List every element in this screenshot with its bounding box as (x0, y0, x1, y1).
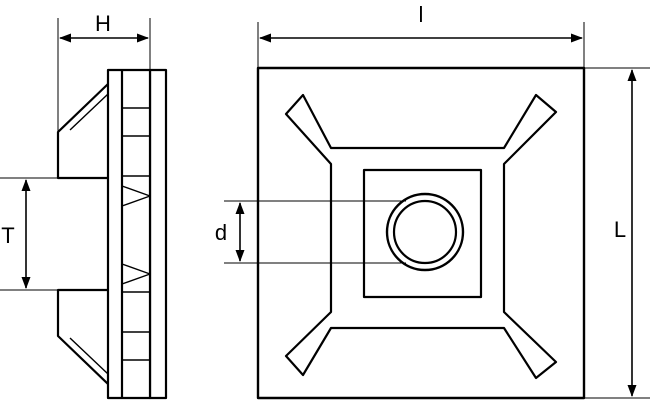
front-boss-outer (385, 192, 465, 272)
front-boss-hole (392, 199, 458, 265)
side-upper-wing (56, 83, 109, 180)
l-label: l (419, 2, 424, 27)
t-label: T (1, 223, 14, 248)
side-lower-wing (56, 288, 109, 385)
front-inner-square (362, 168, 483, 299)
front-view (256, 66, 586, 400)
dimension-l-small: l (257, 2, 585, 68)
side-channel-wedge (121, 185, 151, 207)
dimension-h: H (57, 11, 151, 132)
side-body (106, 68, 152, 400)
h-label: H (95, 11, 111, 36)
side-upper-wing-edge (69, 93, 109, 131)
side-base-plate (148, 68, 168, 400)
dimension-d: d (215, 200, 406, 264)
side-channel-wedge (121, 263, 151, 285)
side-lower-wing-edge (69, 337, 109, 375)
front-x-rib (284, 93, 558, 380)
d-label: d (215, 220, 227, 245)
side-view (56, 68, 168, 400)
dimension-t: T (0, 177, 108, 291)
front-outer-square (256, 66, 586, 400)
big-l-label: L (614, 217, 626, 242)
dimension-l-large: L (584, 67, 650, 399)
